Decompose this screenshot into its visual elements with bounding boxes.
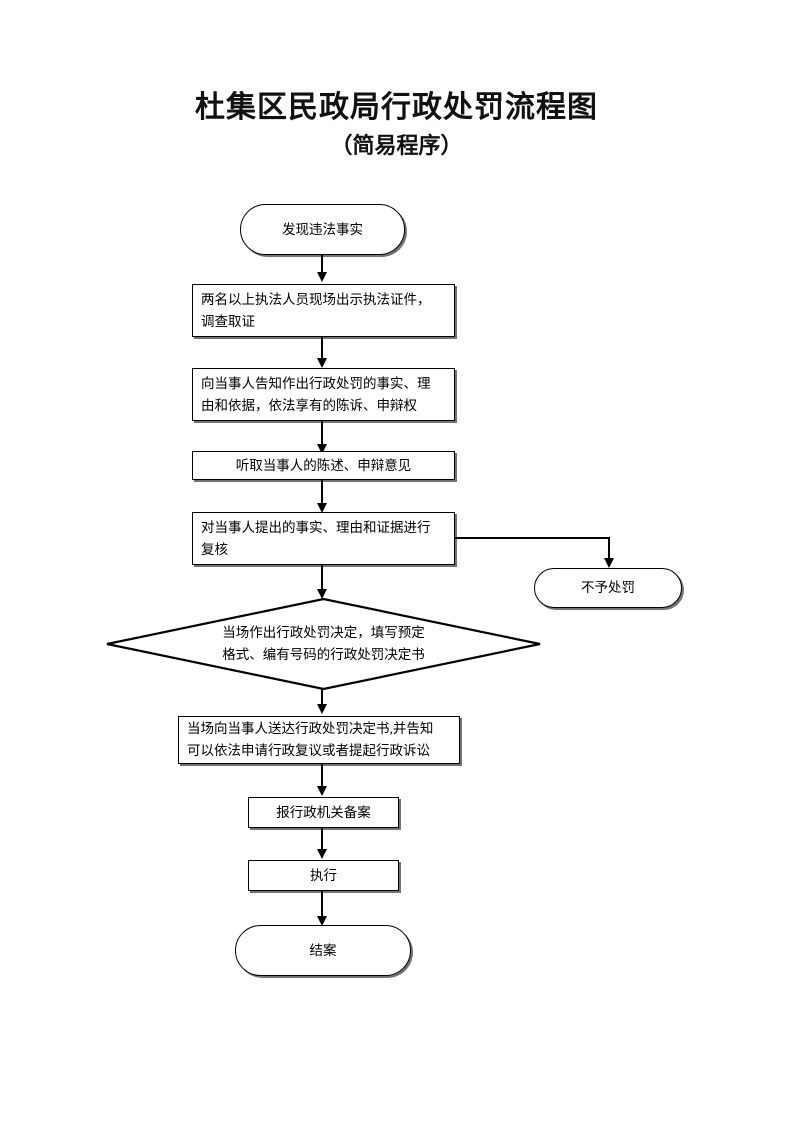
node-file-with-agency[interactable]: 报行政机关备案 [248, 797, 399, 828]
connector-n7-n8 [321, 689, 323, 706]
node-no-penalty[interactable]: 不予处罚 [534, 568, 682, 608]
arrowhead-n5-n6 [603, 558, 614, 568]
node-label: 结案 [309, 942, 337, 958]
arrowhead-n1-n2 [316, 272, 327, 282]
node-execute[interactable]: 执行 [248, 860, 399, 891]
arrowhead-n9-n10 [316, 849, 327, 859]
connector-n5-n6-vertical [608, 537, 610, 561]
connector-n5-n7 [321, 565, 323, 592]
connector-n5-n6-horizontal [455, 537, 610, 539]
diamond-shape [106, 597, 541, 691]
node-label: 向当事人告知作出行政处罚的事实、理 由和依据，依法享有的陈诉、申辩权 [201, 375, 431, 413]
node-discover-violation[interactable]: 发现违法事实 [240, 204, 405, 255]
node-label: 不予处罚 [581, 580, 635, 595]
arrowhead-n2-n3 [316, 358, 327, 368]
connector-n2-n3 [321, 337, 323, 361]
arrowhead-n4-n5 [316, 503, 327, 513]
arrowhead-n10-n11 [316, 916, 327, 926]
node-onsite-penalty-decision[interactable]: 当场作出行政处罚决定，填写预定 格式、编有号码的行政处罚决定书 [106, 597, 541, 691]
arrowhead-n5-n7 [316, 589, 327, 599]
node-label: 当场向当事人送达行政处罚决定书,并告知 可以依法申请行政复议或者提起行政诉讼 [187, 721, 434, 758]
node-inform-party-rights[interactable]: 向当事人告知作出行政处罚的事实、理 由和依据，依法享有的陈诉、申辩权 [192, 368, 455, 421]
node-label: 听取当事人的陈述、申辩意见 [235, 457, 412, 473]
arrowhead-n3-n4 [316, 444, 327, 454]
node-label: 执行 [310, 867, 337, 883]
node-case-closed[interactable]: 结案 [235, 925, 411, 976]
node-label: 对当事人提出的事实、理由和证据进行 复核 [201, 519, 431, 557]
node-review-facts-evidence[interactable]: 对当事人提出的事实、理由和证据进行 复核 [192, 512, 455, 565]
connector-n1-n2 [321, 255, 323, 275]
connector-n8-n9 [321, 764, 323, 788]
title-block: 杜集区民政局行政处罚流程图 （简易程序） [0, 88, 793, 162]
connector-n3-n4 [321, 421, 323, 447]
node-label: 发现违法事实 [282, 221, 363, 237]
node-label: 报行政机关备案 [276, 804, 371, 820]
arrowhead-n8-n9 [316, 786, 327, 796]
node-show-credentials-investigate[interactable]: 两名以上执法人员现场出示执法证件， 调查取证 [192, 284, 455, 337]
page-subtitle: （简易程序） [330, 133, 463, 158]
page-title: 杜集区民政局行政处罚流程图 [195, 91, 598, 124]
node-serve-decision-notify-remedies[interactable]: 当场向当事人送达行政处罚决定书,并告知 可以依法申请行政复议或者提起行政诉讼 [178, 716, 460, 764]
node-label: 两名以上执法人员现场出示执法证件， 调查取证 [201, 291, 431, 329]
node-hear-statement-defense[interactable]: 听取当事人的陈述、申辩意见 [192, 451, 455, 480]
connector-n9-n10 [321, 828, 323, 851]
connector-n4-n5 [321, 480, 323, 506]
connector-n10-n11 [321, 891, 323, 920]
arrowhead-n7-n8 [316, 704, 327, 714]
